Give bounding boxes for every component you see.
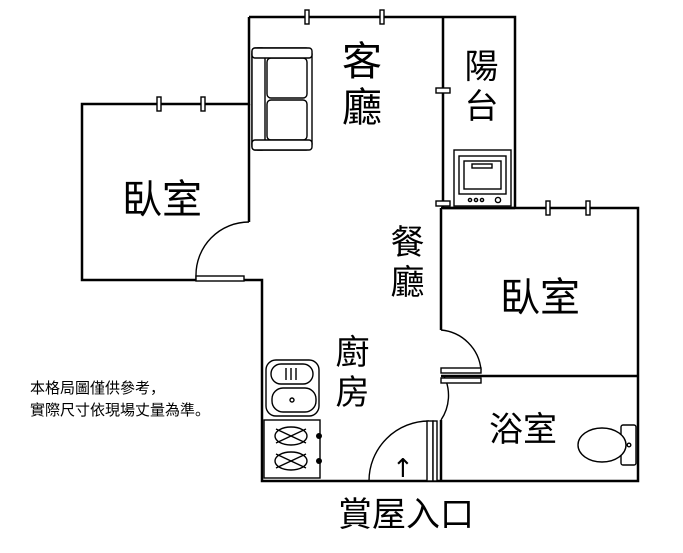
exterior-wall-upper bbox=[249, 15, 517, 208]
window-top-2 bbox=[379, 9, 385, 25]
balcony-door-bottom bbox=[435, 200, 451, 207]
bathroom-door-leaf bbox=[440, 377, 482, 384]
entrance-arrow: ↑ bbox=[392, 454, 414, 484]
window-top-1 bbox=[304, 9, 310, 25]
window-left-2 bbox=[200, 96, 206, 112]
right-bedroom-wall bbox=[441, 206, 640, 483]
entrance-door-frame bbox=[432, 420, 438, 482]
sofa-cushion-2 bbox=[266, 99, 308, 141]
sofa-arm-top bbox=[251, 47, 313, 59]
sofa-arm-bottom bbox=[251, 139, 313, 151]
room-label-bedroom-left: 臥室 bbox=[122, 177, 202, 223]
bathroom-door bbox=[440, 375, 450, 421]
left-bedroom-door bbox=[195, 221, 250, 280]
room-label-bathroom: 浴室 bbox=[489, 410, 557, 450]
room-label-dining: 餐廳 bbox=[384, 224, 424, 304]
windows bbox=[156, 9, 591, 216]
left-bedroom-door-leaf bbox=[195, 275, 245, 282]
toilet-icon bbox=[577, 424, 637, 466]
disclaimer-line-1: 本格局圖僅供參考， bbox=[30, 379, 166, 397]
window-right-2 bbox=[585, 200, 591, 216]
entrance-door bbox=[368, 420, 430, 482]
disclaimer-note: 本格局圖僅供參考， 實際尺寸依現場丈量為準。 bbox=[30, 377, 260, 421]
washing-machine-icon bbox=[453, 149, 512, 207]
room-label-kitchen: 廚房 bbox=[329, 334, 369, 414]
right-bedroom-door bbox=[440, 329, 482, 371]
window-right-1 bbox=[545, 200, 551, 216]
sofa bbox=[251, 47, 313, 151]
room-label-living: 客廳 bbox=[335, 40, 381, 132]
stove-icon bbox=[263, 419, 322, 479]
sofa-back bbox=[251, 47, 266, 151]
entrance-door-leaf bbox=[426, 420, 434, 482]
window-left-1 bbox=[156, 96, 162, 112]
disclaimer-line-2: 實際尺寸依現場丈量為準。 bbox=[30, 401, 211, 419]
doors bbox=[195, 221, 482, 482]
balcony-door-top bbox=[435, 87, 451, 94]
walls bbox=[80, 15, 640, 483]
right-bedroom-door-leaf bbox=[440, 367, 482, 374]
sofa-cushion-1 bbox=[266, 57, 308, 99]
room-label-bedroom-right: 臥室 bbox=[500, 275, 580, 321]
room-label-balcony: 陽台 bbox=[458, 48, 498, 128]
sink-icon bbox=[265, 359, 320, 417]
entrance-label: 賞屋入口 bbox=[338, 495, 474, 535]
